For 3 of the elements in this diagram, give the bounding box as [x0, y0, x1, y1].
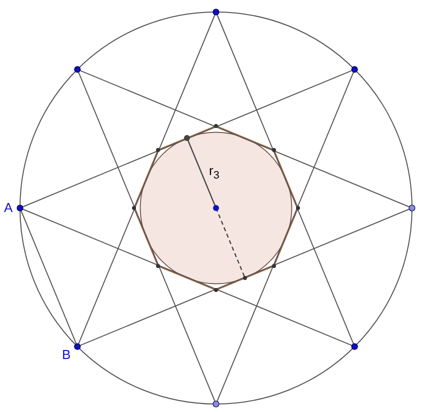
point-label: B — [62, 348, 71, 362]
point-label: A — [4, 201, 13, 215]
radius-label: r$_{3}$ — [209, 164, 220, 183]
